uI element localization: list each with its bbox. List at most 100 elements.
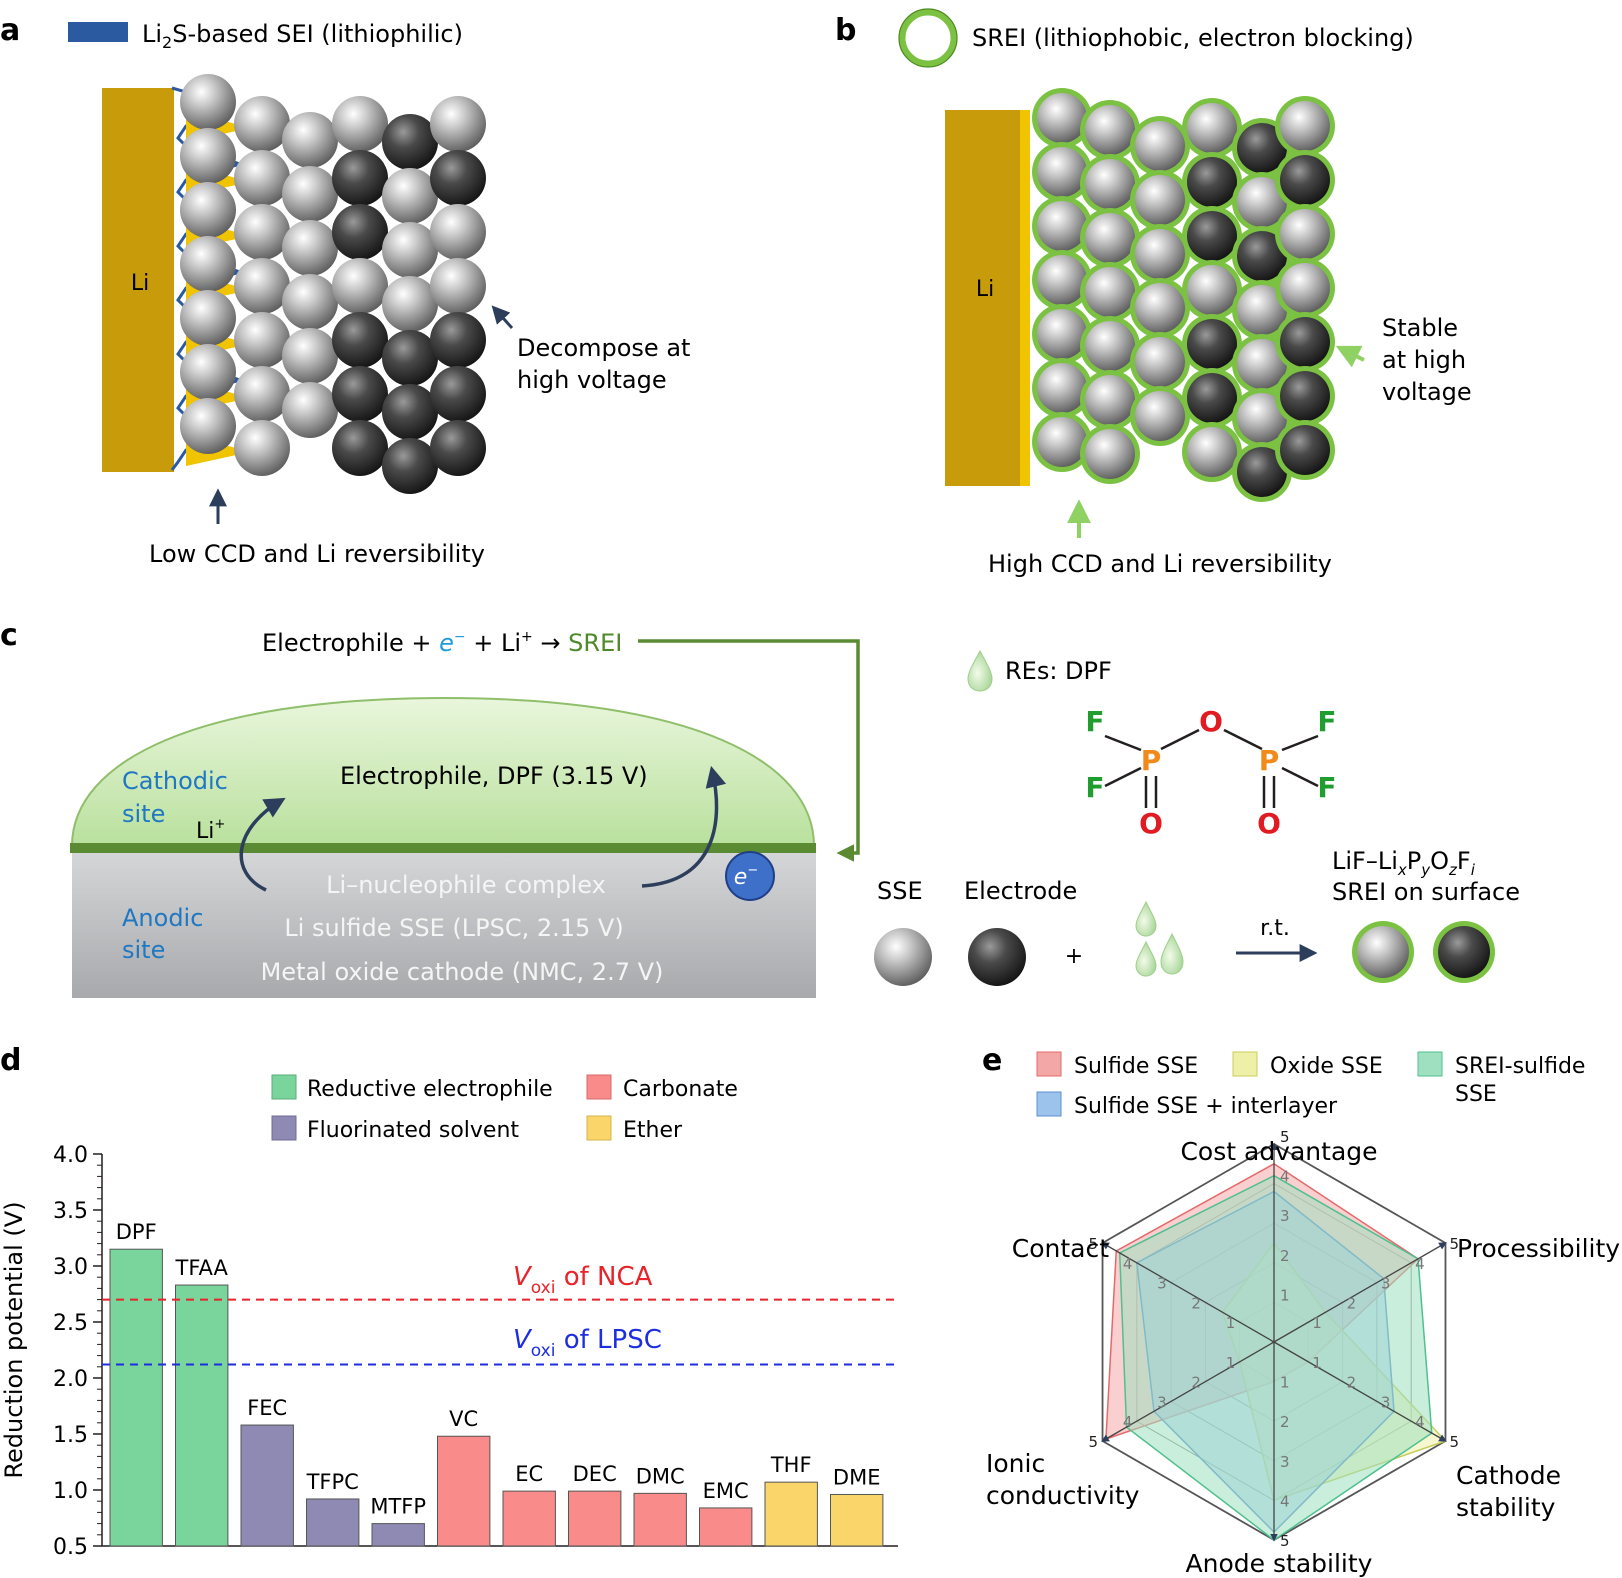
radar-ring-label: 1 [1280,1286,1290,1304]
radar-axis-label: stability [1456,1493,1556,1522]
electrode-sphere [332,312,388,368]
coated-sse-sphere [1237,393,1287,443]
coated-electrode-sphere [1187,319,1237,369]
radar-ring-label: 3 [1381,1393,1391,1411]
li-interface-b [1020,110,1030,486]
coated-sse-sphere [1037,93,1087,143]
coated-electrode-sphere [1280,371,1330,421]
y-tick-label: 3.5 [53,1199,88,1224]
bar-vc [437,1435,491,1547]
sse-sphere [282,220,338,276]
coated-sse-sphere [1037,147,1087,197]
atom-o-2: O [1139,807,1163,840]
coated-electrode-sphere [1187,373,1237,423]
sse-sphere [430,204,486,260]
electrode-sphere [332,150,388,206]
radar-ring-label: 5 [1280,1532,1290,1550]
sse-sphere [282,328,338,384]
droplet-icon-1 [1135,900,1157,937]
sse-sphere [430,96,486,152]
coated-sse-sphere [1085,321,1135,371]
cathode-layer-label: Metal oxide cathode (NMC, 2.7 V) [261,958,664,986]
electrode-sphere [430,366,486,422]
sse-sphere [180,398,236,454]
sse-layer-label: Li sulfide SSE (LPSC, 2.15 V) [284,914,623,942]
res-label: REs: DPF [1005,657,1112,685]
srei-on-surface: SREI on surface [1332,878,1520,906]
dpf-molecule: F F P O P F F O O [1085,705,1336,840]
droplet-icon-3 [1160,932,1184,975]
sse-sphere [234,204,290,260]
radar-legend-swatch [1036,1051,1062,1077]
legend-ether-swatch [586,1115,612,1141]
li-metal-slab-b [945,110,1020,486]
coated-sse-sphere [1135,175,1185,225]
coated-electrode-sphere [1237,231,1287,281]
bar-ec [502,1490,556,1547]
radar-ring-label: 1 [1280,1374,1290,1392]
coated-sse-particle [1357,926,1409,978]
decompose-note-1: Decompose at [517,334,690,362]
panel-c-label: c [0,618,18,653]
bar-label: THF [770,1453,812,1477]
electrode-sphere [382,330,438,386]
y-tick-label: 1.0 [53,1479,88,1504]
atom-p-1: P [1141,744,1162,777]
srei-legend-ring [898,8,958,68]
electrode-sphere [382,384,438,440]
coated-sse-sphere [1085,429,1135,479]
atom-f-2: F [1085,771,1104,804]
radar-ring-label: 4 [1280,1492,1290,1510]
radar-ring-label: 4 [1415,1255,1425,1273]
coated-electrode-particle [1438,926,1490,978]
sse-sphere [332,258,388,314]
coated-sse-sphere [1237,177,1287,227]
coated-sse-sphere [1135,283,1185,333]
coated-electrode-sphere [1187,211,1237,261]
decompose-arrow [491,305,514,330]
electrode-particle [968,928,1026,986]
cathodic-site-2: site [122,800,165,828]
bar-mtfp [371,1523,425,1547]
radar-axis-label: Contact [1012,1234,1109,1263]
bar-dmc [633,1492,687,1547]
radar-legend-label: SREI-sulfide [1455,1054,1585,1079]
radar-ring-label: 3 [1381,1275,1391,1293]
coated-sse-sphere [1037,363,1087,413]
panel-a-bottom-caption: Low CCD and Li reversibility [149,540,485,568]
plus-sign: + [1065,944,1083,969]
electrode-sphere [382,438,438,494]
legend-ether: Ether [623,1118,683,1143]
sse-particle [874,928,932,986]
bar-fec [240,1424,294,1547]
atom-f-3: F [1317,705,1336,738]
coated-electrode-sphere [1280,425,1330,475]
li-metal-slab-a [102,88,174,472]
srei-feedback-arrow [638,639,860,862]
stable-note-1: Stable [1382,314,1458,342]
li-transfer-arrow [239,797,286,892]
stable-note-3: voltage [1382,378,1472,406]
panel-b-label: b [835,13,856,48]
panel-e-label: e [982,1043,1002,1078]
reaction-equation: Electrophile + e− + Li+ → SREI [262,629,622,657]
legend-fluorinated-swatch [271,1115,297,1141]
panel-d: d Reductive electrophile Carbonate Fluor… [0,1043,898,1560]
coated-sse-sphere [1085,375,1135,425]
sse-sphere [382,168,438,224]
coated-sse-sphere [1280,209,1330,259]
sse-sphere [282,274,338,330]
radar-spoke [1273,1242,1447,1343]
electrode-particle-label: Electrode [964,877,1077,905]
srei-layer-line [70,843,816,853]
electron-badge [725,851,775,901]
coated-sse-sphere [1085,159,1135,209]
radar-series-2 [1118,1174,1433,1541]
coated-sse-sphere [1037,201,1087,251]
coated-electrode-sphere [1237,447,1287,497]
bar-dpf [109,1248,163,1547]
radar-ring-label: 2 [1280,1413,1290,1431]
atom-o-3: O [1257,807,1281,840]
